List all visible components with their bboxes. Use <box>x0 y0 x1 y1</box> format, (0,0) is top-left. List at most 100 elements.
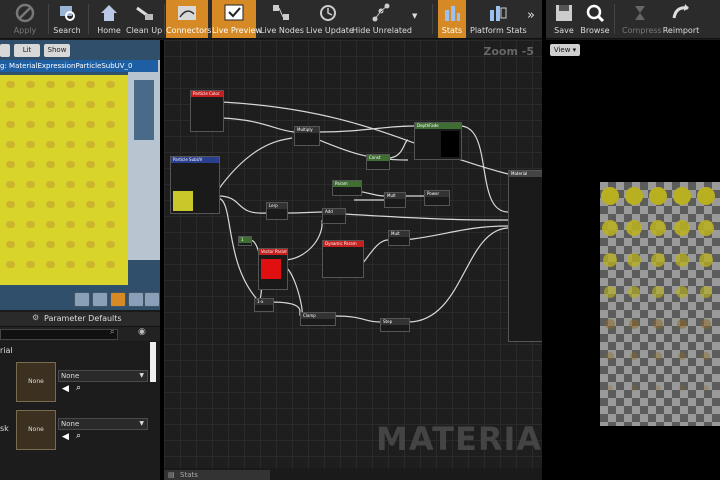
preview-sprite <box>26 101 35 108</box>
use-selected-arrow-icon[interactable]: ◀ <box>62 432 69 442</box>
preview-sprite <box>86 261 95 268</box>
stats-icon <box>445 6 460 21</box>
preview-sprite <box>86 181 95 188</box>
hide-unrelated-dropdown[interactable]: ▼ <box>410 0 422 38</box>
preview-cylinder-icon[interactable] <box>74 292 90 307</box>
preview-sprite <box>26 161 35 168</box>
hide-unrelated-button[interactable]: Hide Unrelated <box>352 0 412 38</box>
node-particle-color[interactable]: Particle Color <box>190 90 224 132</box>
view-dropdown[interactable]: View ▾ <box>550 44 580 56</box>
parameter-side-label: sk <box>0 424 9 433</box>
connectors-button[interactable]: Connectors <box>166 0 211 38</box>
preview-sprite <box>46 181 55 188</box>
flipbook-frame <box>649 187 667 205</box>
texture-thumbnail[interactable]: None <box>16 410 56 450</box>
preview-sprite <box>106 221 115 228</box>
stats-button[interactable]: Stats <box>438 0 466 38</box>
node-depth-fade[interactable]: DepthFade <box>414 122 462 160</box>
save-button[interactable]: Save <box>550 0 578 38</box>
node-add[interactable]: Add <box>322 208 346 224</box>
home-button[interactable]: Home <box>92 0 126 38</box>
platform-stats-button[interactable]: Platform Stats <box>470 0 527 38</box>
connectors-icon <box>178 6 196 20</box>
node-material-output[interactable]: Material <box>508 170 542 342</box>
toolbar-separator <box>432 4 433 34</box>
parameter-defaults-tab[interactable]: ⚙ Parameter Defaults <box>0 312 160 327</box>
scrollbar-thumb[interactable] <box>150 342 156 382</box>
flipbook-frame <box>605 319 615 329</box>
apply-button[interactable]: Apply <box>4 0 46 38</box>
use-selected-arrow-icon[interactable]: ◀ <box>62 384 69 394</box>
flipbook-frame <box>652 286 664 298</box>
browse-button[interactable]: Browse <box>580 0 610 38</box>
compress-button[interactable]: Compress <box>622 0 662 38</box>
preview-sprite <box>46 141 55 148</box>
node-clamp[interactable]: Clamp <box>300 312 336 326</box>
preview-cube-icon[interactable] <box>128 292 144 307</box>
node-constant[interactable]: Const <box>366 154 390 170</box>
preview-sprite <box>66 181 75 188</box>
node-scalar[interactable]: 1 <box>238 236 252 246</box>
flipbook-frame <box>697 187 715 205</box>
chevron-down-icon: ▼ <box>412 12 418 20</box>
flipbook-frame <box>625 187 643 205</box>
parameter-search-input[interactable] <box>0 329 118 340</box>
texture-dropdown[interactable]: None ▼ <box>58 418 148 430</box>
flipbook-frame <box>630 352 638 360</box>
texture-dropdown[interactable]: None ▼ <box>58 370 148 382</box>
preview-sprite <box>106 201 115 208</box>
flipbook-frame <box>653 319 663 329</box>
node-multiply[interactable]: Mult <box>384 192 406 208</box>
tab-label: Parameter Defaults <box>44 314 122 323</box>
eye-icon[interactable]: ◉ <box>138 327 146 337</box>
flipbook-frame <box>602 220 618 236</box>
clean-up-button[interactable]: Clean Up <box>126 0 162 38</box>
panel-divider[interactable] <box>160 40 164 480</box>
node-dynamic-parameter[interactable]: Dynamic Param <box>322 240 364 278</box>
panel-divider[interactable] <box>542 0 546 480</box>
live-nodes-icon <box>273 5 289 20</box>
flipbook-frame <box>607 385 613 391</box>
node-step[interactable]: Step <box>380 318 410 332</box>
live-nodes-button[interactable]: Live Nodes <box>260 0 304 38</box>
preview-sphere-icon[interactable] <box>92 292 108 307</box>
preview-sprite <box>86 241 95 248</box>
parameter-icon: ⚙ <box>32 313 40 322</box>
flipbook-frame <box>626 220 642 236</box>
browse-icon <box>586 4 605 23</box>
preview-sprite <box>66 241 75 248</box>
lit-button[interactable]: Lit <box>14 44 40 57</box>
show-button[interactable]: Show <box>44 44 70 57</box>
hide-unrelated-icon <box>372 3 390 22</box>
texture-thumbnail[interactable]: None <box>16 362 56 402</box>
flipbook-frame <box>628 286 640 298</box>
node-vector-param[interactable]: Vector Param <box>258 248 288 290</box>
node-particle-subuv[interactable]: Particle SubUV <box>170 156 220 214</box>
node-power[interactable]: Power <box>424 190 450 206</box>
browse-search-icon[interactable]: ⌕ <box>76 383 82 393</box>
node-one-minus[interactable]: 1-x <box>254 298 274 312</box>
node-multiply[interactable]: Mult <box>388 230 410 246</box>
live-update-button[interactable]: Live Update <box>306 0 354 38</box>
stats-tab[interactable]: ▤ Stats <box>164 470 270 480</box>
node-preview <box>441 131 459 157</box>
toolbar-overflow-button[interactable]: » <box>527 8 535 23</box>
search-button[interactable]: Search <box>50 0 84 38</box>
reimport-button[interactable]: Reimport <box>662 0 700 38</box>
preview-sprite <box>46 101 55 108</box>
preview-sprite <box>106 101 115 108</box>
live-preview-button[interactable]: Live Preview <box>212 0 262 38</box>
view-mode-button[interactable] <box>0 44 10 57</box>
material-graph-canvas[interactable]: Zoom -5 Particle Color Particle SubUV Mu… <box>164 40 542 468</box>
graph-wires <box>217 101 509 323</box>
preview-sprite <box>106 261 115 268</box>
preview-plane-icon[interactable] <box>110 292 126 307</box>
node-scalar-param[interactable]: Param <box>332 180 362 196</box>
browse-search-icon[interactable]: ⌕ <box>76 431 82 441</box>
preview-sprite <box>26 121 35 128</box>
node-lerp[interactable]: Lerp <box>266 202 288 220</box>
reimport-icon <box>672 4 689 19</box>
preview-mesh-icon[interactable] <box>144 292 160 307</box>
node-multiply[interactable]: Multiply <box>294 126 320 146</box>
flipbook-frame <box>698 220 714 236</box>
